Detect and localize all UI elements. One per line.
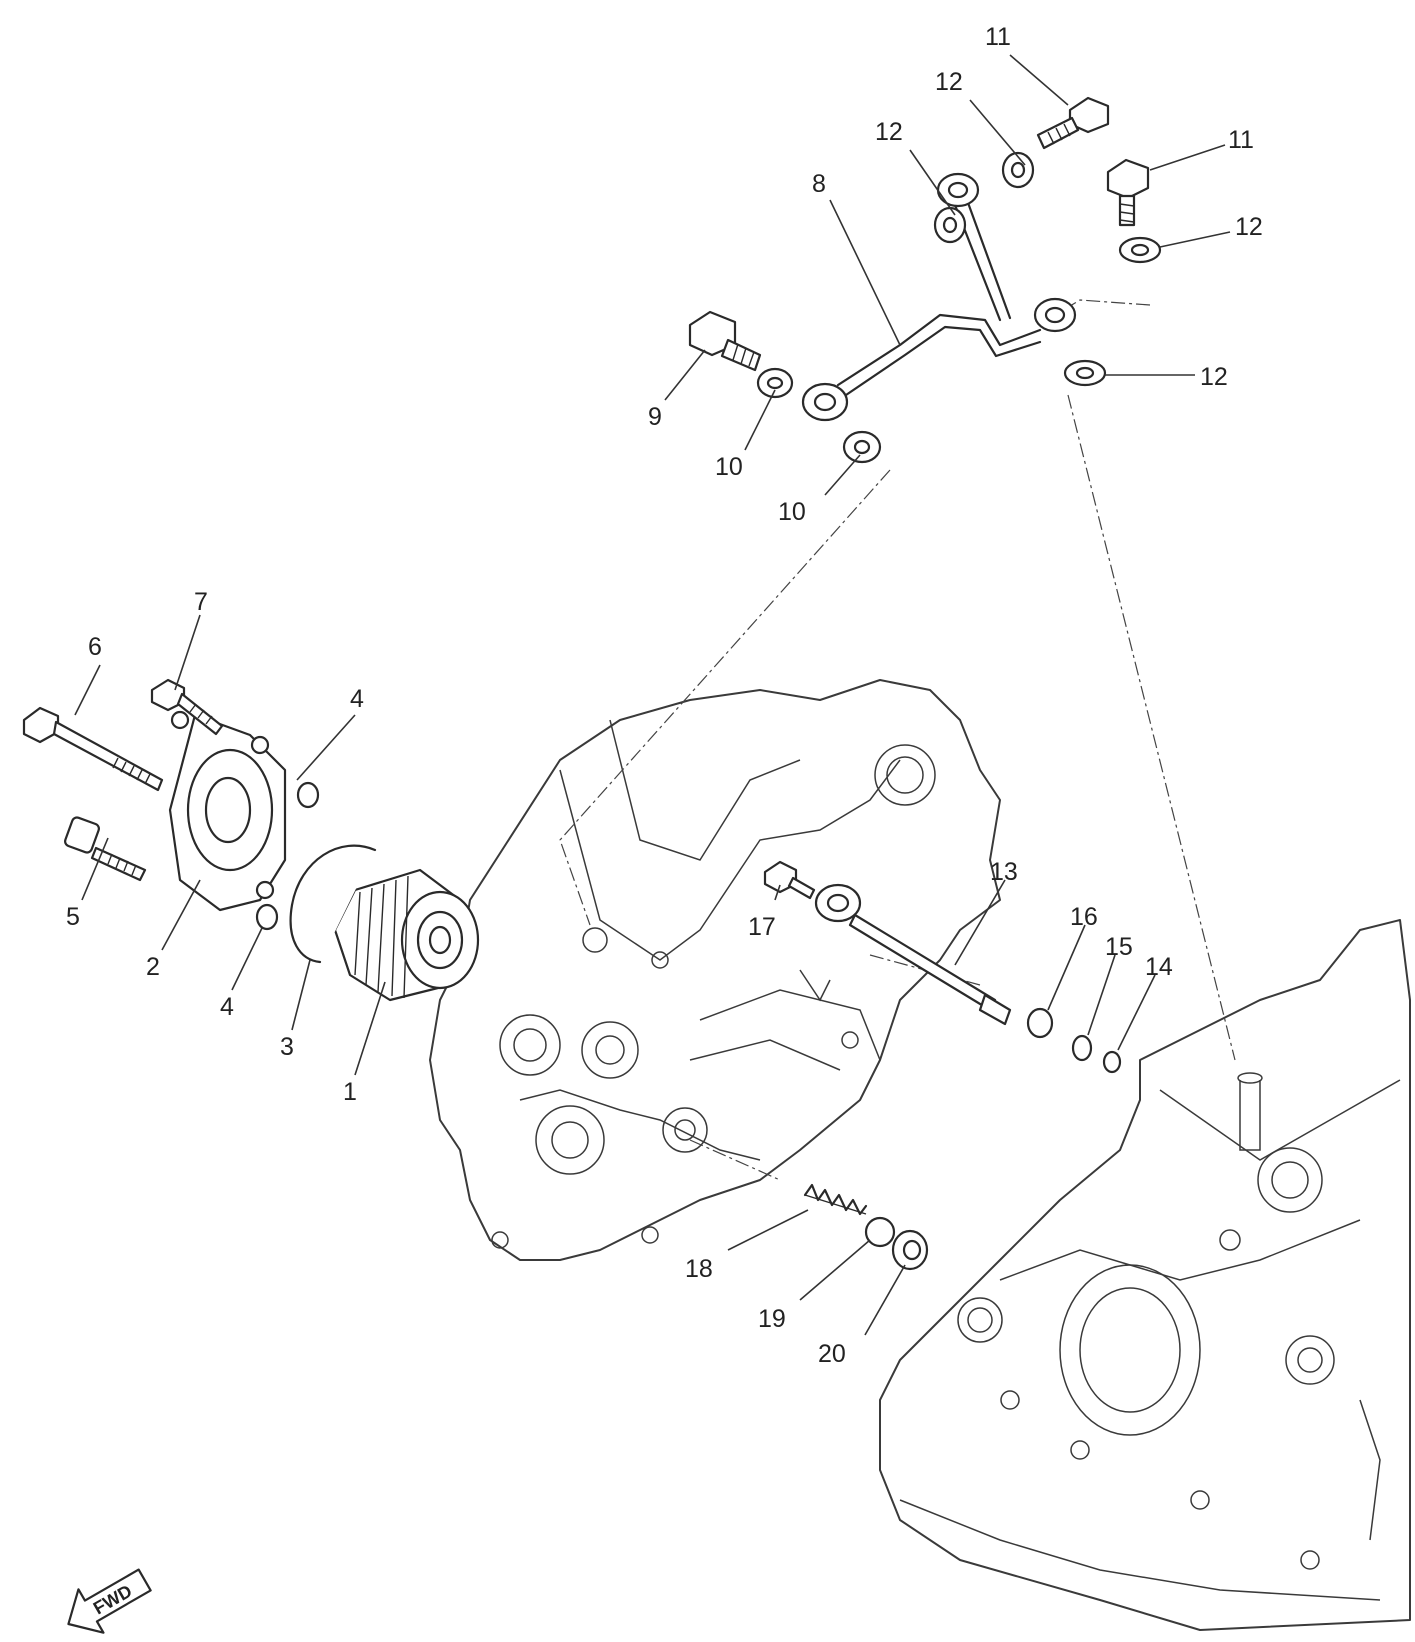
callout-10-lower: 10	[778, 498, 806, 526]
washer-12-b	[1001, 151, 1035, 189]
union-bolt-top-left	[1036, 96, 1110, 150]
callout-4-lower: 4	[220, 993, 234, 1021]
callout-12-c: 12	[1235, 213, 1263, 241]
callout-1: 1	[343, 1078, 357, 1106]
bolt-short	[64, 816, 147, 882]
callout-15: 15	[1105, 933, 1133, 961]
callout-3: 3	[280, 1033, 294, 1061]
crankcase-right-half	[879, 919, 1411, 1631]
leader-lines	[74, 54, 1231, 1336]
callout-18: 18	[685, 1255, 713, 1283]
fwd-arrow-icon: FWD	[67, 1568, 152, 1634]
oil-strainer	[814, 883, 1012, 1026]
callout-10-upper: 10	[715, 453, 743, 481]
callout-13: 13	[990, 858, 1018, 886]
callout-labels: 1 2 3 4 4 5 6 7 8 9 10 10 11 11 12 12 12…	[66, 23, 1263, 1368]
callout-7: 7	[194, 588, 208, 616]
o-ring-16	[1026, 1007, 1054, 1039]
callout-2: 2	[146, 953, 160, 981]
callout-5: 5	[66, 903, 80, 931]
callout-17: 17	[748, 913, 776, 941]
washer-12-c	[1118, 236, 1162, 264]
callout-19: 19	[758, 1305, 786, 1333]
o-ring-15	[1071, 1034, 1093, 1062]
copper-washer-lower	[842, 430, 882, 464]
relief-valve-spring	[803, 1183, 868, 1216]
o-ring-small-upper	[296, 781, 320, 809]
callout-20: 20	[818, 1340, 846, 1368]
relief-valve-plug	[891, 1229, 929, 1271]
oil-filter-cover	[168, 710, 287, 912]
washer-12-d	[1063, 359, 1107, 387]
callout-14: 14	[1145, 953, 1173, 981]
fwd-direction-indicator: FWD	[67, 1568, 152, 1634]
callout-11-right: 11	[1228, 126, 1254, 154]
callout-4-upper: 4	[350, 685, 364, 713]
callout-16: 16	[1070, 903, 1098, 931]
callout-12-a: 12	[935, 68, 963, 96]
relief-valve-ball	[864, 1216, 896, 1248]
callout-6: 6	[88, 633, 102, 661]
callout-8: 8	[812, 170, 826, 198]
union-bolt-lower	[688, 310, 762, 372]
bolt-flange	[150, 678, 224, 736]
callout-12-b: 12	[875, 118, 903, 146]
o-ring-14	[1102, 1050, 1122, 1074]
bolt-long	[22, 706, 164, 792]
bolt-17	[763, 860, 816, 900]
callout-9: 9	[648, 403, 662, 431]
union-bolt-top-right	[1106, 158, 1150, 227]
oil-filter-element	[333, 868, 480, 1002]
crankcase-left-half	[429, 679, 1001, 1261]
oil-delivery-pipe	[801, 172, 1077, 422]
washer-12-a	[933, 206, 967, 244]
callout-11-top: 11	[985, 23, 1011, 51]
copper-washer-upper	[756, 367, 794, 399]
o-ring-small-lower	[255, 903, 279, 931]
o-ring-large	[289, 844, 377, 964]
callout-12-d: 12	[1200, 363, 1228, 391]
